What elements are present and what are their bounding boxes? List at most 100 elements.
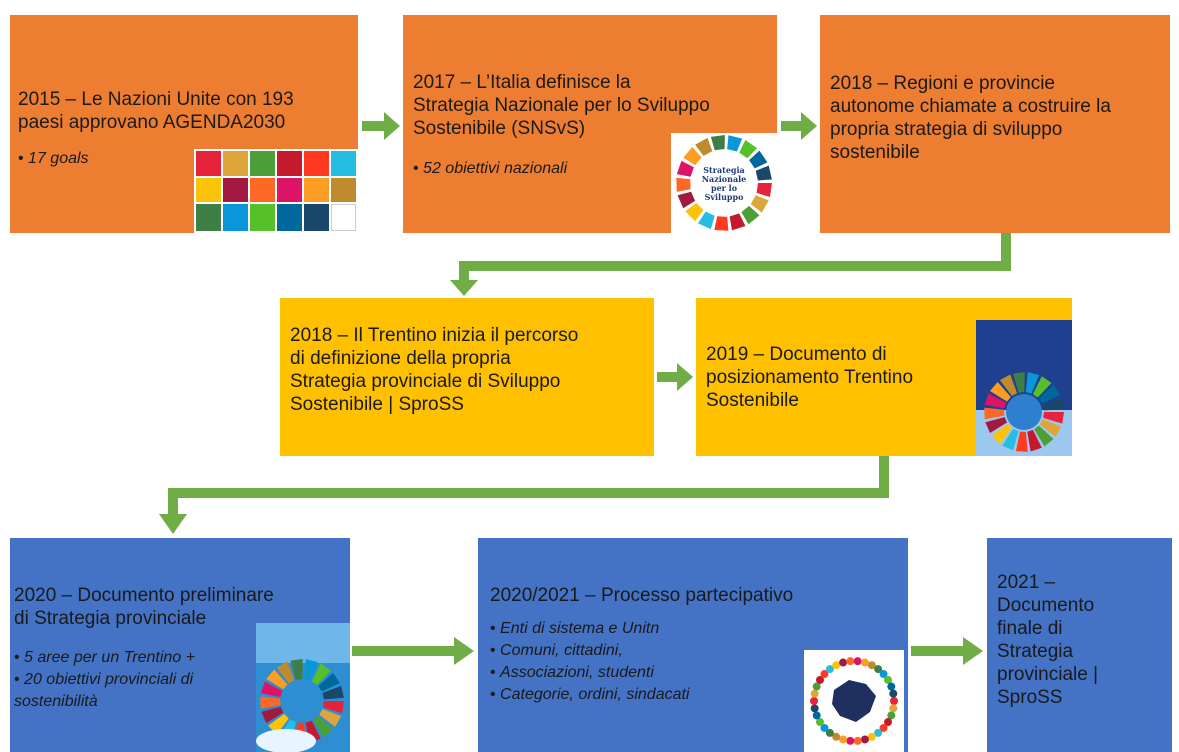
sdg-tile <box>250 177 275 203</box>
sdg-tile <box>331 151 356 176</box>
wheel-segment <box>322 685 344 700</box>
arrow-right-icon <box>657 363 693 391</box>
wheel-segment <box>313 715 334 738</box>
person-figure <box>810 689 819 698</box>
person-figure <box>887 682 896 691</box>
sdg-tile <box>196 151 221 176</box>
wheel-segment <box>1043 412 1064 424</box>
step-2015-box: 2015 – Le Nazioni Unite con 193 paesi ap… <box>10 15 358 233</box>
person-figure <box>839 735 848 744</box>
wheel-segment <box>714 216 729 231</box>
sdg-tile <box>304 204 329 231</box>
wheel-segment <box>1027 429 1042 452</box>
step-2020-2021-bullets: Enti di sistema e Unitn Comuni, cittadin… <box>490 618 689 706</box>
wheel-segment <box>756 183 772 197</box>
sdg-goals-grid-image <box>194 149 358 233</box>
arrow-right-icon <box>781 112 817 140</box>
person-figure <box>846 657 855 666</box>
snsvs-logo-wheel-icon: Strategia Nazionale per lo Sviluppo Sost… <box>671 133 777 233</box>
sdg-tile <box>196 204 221 231</box>
wheel-segment <box>984 393 1007 409</box>
bullet-20-obiettivi: 20 obiettivi provinciali di sostenibilit… <box>14 669 195 713</box>
sdg-tile <box>223 151 248 176</box>
strategia-provinciale-preliminary-cover <box>256 623 350 752</box>
wheel-segment <box>755 165 772 181</box>
wheel-segment <box>695 137 713 156</box>
wheel-segment <box>260 681 283 697</box>
wheel-segment <box>1025 372 1040 394</box>
step-2019-title: 2019 – Documento di posizionamento Trent… <box>706 344 914 411</box>
person-figure <box>820 723 829 732</box>
person-figure <box>879 723 888 732</box>
step-2015-title: 2015 – Le Nazioni Unite con 193 paesi ap… <box>18 89 294 133</box>
wheel-segment <box>985 417 1007 434</box>
person-figure <box>820 670 829 679</box>
person-figure <box>867 661 876 670</box>
step-2019-box: 2019 – Documento di posizionamento Trent… <box>696 298 1072 456</box>
wheel-segment <box>1038 385 1061 404</box>
wheel-segment <box>683 146 702 166</box>
person-figure <box>887 711 896 720</box>
sdg-tile <box>304 177 329 203</box>
step-2017-box: 2017 – L’Italia definisce la Strategia N… <box>403 15 777 233</box>
wheel-segment <box>999 374 1018 397</box>
person-figure <box>860 658 869 667</box>
wheel-segment <box>276 661 295 684</box>
wheel-segment <box>984 407 1005 420</box>
sdg-tile <box>304 151 329 176</box>
step-2020-2021-box: 2020/2021 – Processo partecipativo Enti … <box>478 538 908 752</box>
wheel-segment <box>989 381 1011 402</box>
person-figure <box>884 675 893 684</box>
person-figure <box>890 697 898 705</box>
wheel-segment <box>710 135 725 151</box>
wheel-segment <box>319 708 342 727</box>
step-2020-2021-title: 2020/2021 – Processo partecipativo <box>490 585 794 606</box>
person-figure <box>879 670 888 679</box>
wheel-segment <box>741 205 760 225</box>
wheel-segment <box>323 701 344 714</box>
person-figure <box>889 689 898 698</box>
bullet-5-aree: 5 aree per un Trentino + <box>14 647 195 669</box>
step-2018-trentino-title: 2018 – Il Trentino inizia il percorso di… <box>290 325 579 415</box>
sdg-tile <box>223 177 248 203</box>
step-2021-title: 2021 – Documento finale di Strategia pro… <box>997 572 1099 708</box>
wheel-segment <box>260 696 281 709</box>
bullet-52-obiettivi: 52 obiettivi nazionali <box>413 158 567 180</box>
step-2018-trentino-box: 2018 – Il Trentino inizia il percorso di… <box>280 298 654 456</box>
person-figure <box>815 718 824 727</box>
wheel-segment <box>677 191 696 209</box>
step-2015-bullets: 17 goals <box>18 148 89 170</box>
wheel-segment <box>1034 425 1054 447</box>
wheel-segment <box>1042 397 1064 411</box>
person-figure <box>810 704 819 713</box>
sdg-tile <box>277 151 302 176</box>
sdg-tile <box>196 177 221 203</box>
person-figure <box>812 682 821 691</box>
person-figure <box>846 736 855 745</box>
person-figure <box>839 658 848 667</box>
bullet-enti: Enti di sistema e Unitn <box>490 618 689 640</box>
sdg-tile <box>223 204 248 231</box>
arrow-right-icon <box>362 112 400 140</box>
trentino-people-circle-logo <box>804 650 904 752</box>
person-figure <box>853 736 862 745</box>
person-figure <box>832 732 841 741</box>
person-figure <box>812 711 821 720</box>
elbow-arrow-icon <box>159 456 889 534</box>
step-2018-regions-title: 2018 – Regioni e provincie autonome chia… <box>830 73 1111 163</box>
wheel-segment <box>304 659 318 681</box>
wheel-segment <box>318 672 340 692</box>
sdg-tile <box>250 204 275 231</box>
person-figure <box>889 704 898 713</box>
wheel-segment <box>991 423 1012 444</box>
step-2017-bullets: 52 obiettivi nazionali <box>413 158 567 180</box>
person-figure <box>874 728 883 737</box>
wheel-segment <box>749 150 768 169</box>
person-figure <box>810 697 818 705</box>
person-figure <box>825 728 834 737</box>
snsvs-logo-text: Strategia Nazionale per lo Sviluppo Sost… <box>699 166 749 202</box>
person-figure <box>867 732 876 741</box>
wheel-segment <box>685 202 704 222</box>
wheel-segment <box>1039 419 1062 437</box>
step-2021-box: 2021 – Documento finale di Strategia pro… <box>987 538 1172 752</box>
